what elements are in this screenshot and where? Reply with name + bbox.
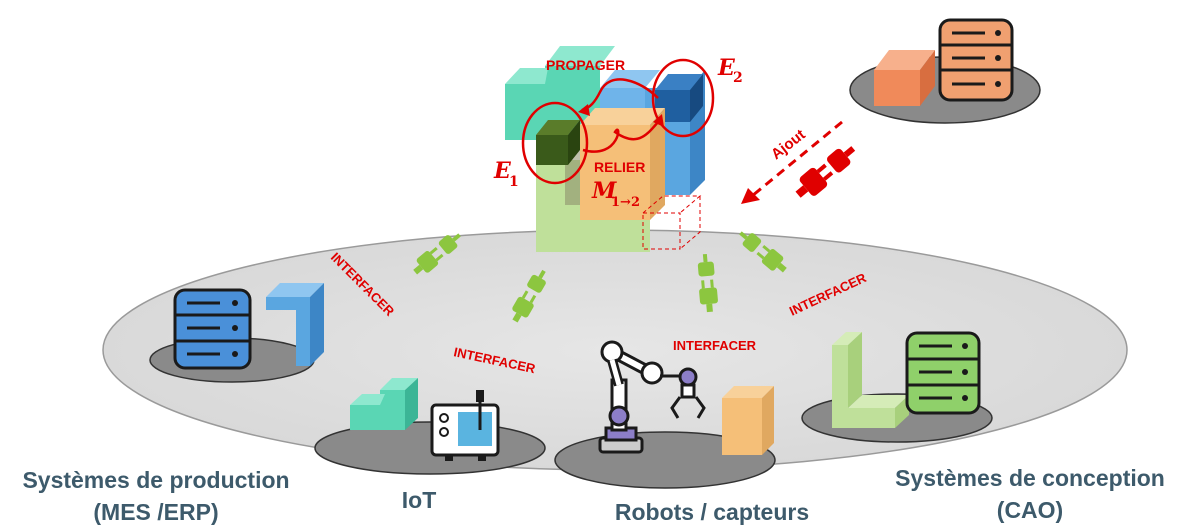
ajout-arrow: Ajout bbox=[741, 120, 856, 204]
production-system-group bbox=[149, 283, 324, 383]
e1-circle bbox=[521, 101, 589, 185]
robots-caption: Robots / capteurs bbox=[615, 499, 809, 525]
svg-text:E: E bbox=[493, 158, 512, 184]
ajout-label: Ajout bbox=[768, 126, 809, 163]
propager-label: PROPAGER bbox=[546, 57, 625, 73]
svg-text:1: 1 bbox=[509, 174, 519, 190]
database-icon bbox=[938, 18, 1014, 102]
iot-system-group bbox=[314, 378, 546, 475]
e2-circle bbox=[651, 58, 715, 138]
e1-math: E 1 bbox=[493, 158, 519, 190]
mapping-path bbox=[582, 119, 661, 153]
plug-icon bbox=[512, 269, 546, 323]
new-system-group bbox=[849, 18, 1041, 124]
svg-text:E: E bbox=[717, 55, 736, 81]
conception-caption-2: (CAO) bbox=[997, 497, 1063, 523]
database-icon bbox=[905, 331, 981, 415]
interfacer-label-3: INTERFACER bbox=[673, 338, 757, 353]
robots-system-group bbox=[554, 340, 776, 489]
tablet-sensor-icon bbox=[430, 390, 500, 461]
svg-text:1→2: 1→2 bbox=[611, 195, 640, 210]
m12-math: M 1→2 bbox=[591, 178, 640, 210]
production-caption-1: Systèmes de production bbox=[22, 467, 289, 493]
conception-system-group bbox=[801, 331, 993, 443]
relier-label: RELIER bbox=[594, 159, 645, 175]
propagation-path bbox=[581, 78, 659, 112]
svg-text:M: M bbox=[591, 178, 617, 204]
robot-arm-icon bbox=[598, 340, 706, 454]
placeholder-cube bbox=[642, 195, 702, 250]
plug-icon bbox=[413, 233, 461, 275]
conception-caption-1: Systèmes de conception bbox=[895, 465, 1165, 491]
plug-icon bbox=[739, 231, 787, 273]
red-plug-icon bbox=[795, 146, 856, 198]
svg-text:2: 2 bbox=[733, 70, 743, 86]
plug-icon bbox=[697, 253, 718, 313]
e2-math: E 2 bbox=[717, 55, 743, 86]
iot-caption: IoT bbox=[402, 487, 437, 513]
database-icon bbox=[173, 288, 252, 370]
production-caption-2: (MES /ERP) bbox=[93, 499, 218, 525]
